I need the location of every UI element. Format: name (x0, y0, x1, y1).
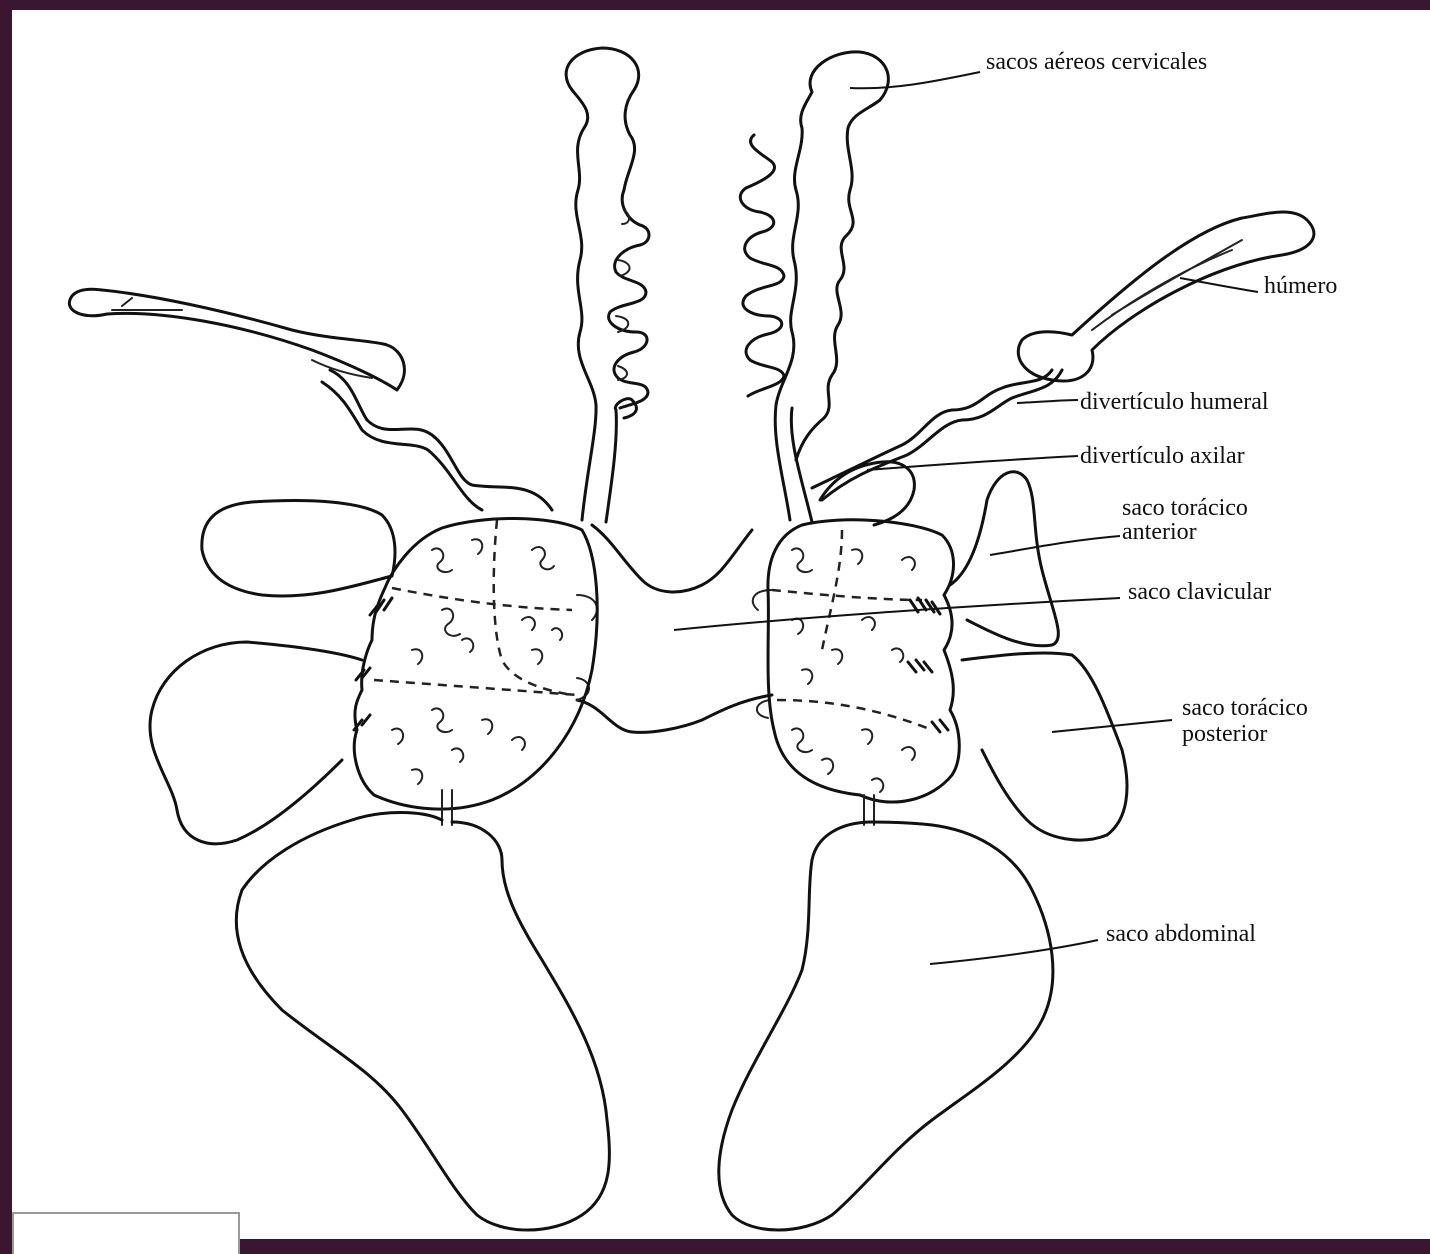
lung-left (354, 518, 597, 825)
label-saco-toracico-posterior-line1: saco torácico (1182, 696, 1308, 720)
humeral-diverticulum-left (322, 370, 552, 510)
anterior-thoracic-sac-left (202, 501, 395, 596)
label-sacos-aereos-cervicales: sacos aéreos cervicales (986, 50, 1207, 74)
humeral-diverticulum-right (812, 370, 1062, 525)
diagram-frame: sacos aéreos cervicales húmero divertícu… (12, 10, 1430, 1239)
cervical-sac-left (566, 48, 649, 522)
label-diverticulo-axilar: divertículo axilar (1080, 444, 1245, 468)
humerus-left (69, 289, 404, 390)
label-saco-toracico-posterior-line2: posterior (1182, 722, 1267, 746)
clavicular-sac (577, 525, 772, 732)
cervical-sac-right (740, 52, 888, 522)
posterior-thoracic-sac-right (962, 653, 1127, 840)
air-sacs-diagram (12, 10, 1430, 1239)
lung-right (768, 520, 959, 825)
anterior-thoracic-sac-right (950, 472, 1058, 646)
label-saco-abdominal: saco abdominal (1106, 922, 1256, 946)
label-saco-clavicular: saco clavicular (1128, 580, 1271, 604)
label-humero: húmero (1264, 274, 1337, 298)
corner-box (12, 1212, 240, 1254)
label-saco-toracico-anterior-line1: saco torácico (1122, 496, 1248, 520)
abdominal-sac-right (719, 822, 1053, 1230)
posterior-thoracic-sac-left (150, 642, 362, 844)
label-saco-toracico-anterior-line2: anterior (1122, 520, 1197, 544)
abdominal-sac-left (236, 813, 609, 1231)
label-diverticulo-humeral: divertículo humeral (1080, 390, 1269, 414)
